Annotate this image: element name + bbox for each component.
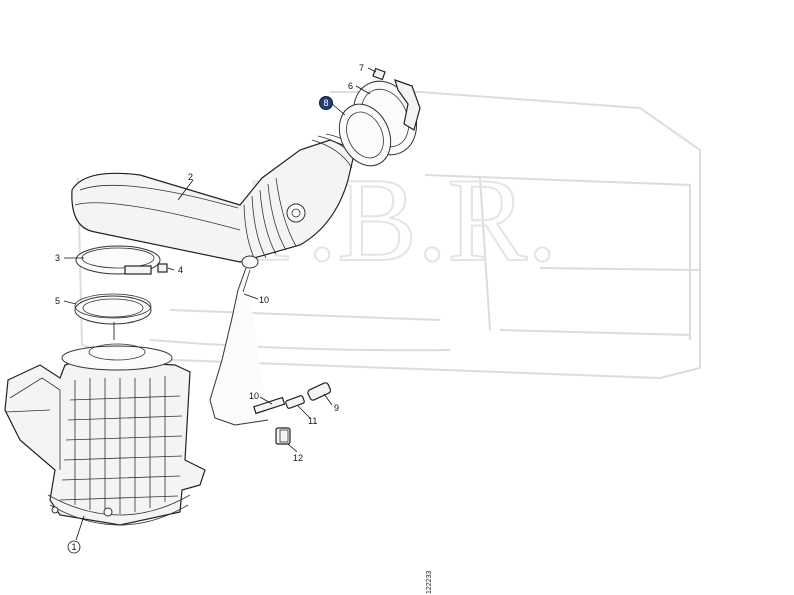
- leader-lines: [63, 67, 377, 541]
- callout-10-lower[interactable]: 10: [249, 391, 259, 401]
- callout-7[interactable]: 7: [359, 63, 364, 73]
- reference-code: 122233: [426, 571, 433, 594]
- svg-text:8: 8: [323, 98, 328, 108]
- callout-9[interactable]: 9: [334, 403, 339, 413]
- part-9-fitting: [307, 382, 332, 401]
- callout-10-upper[interactable]: 10: [259, 295, 269, 305]
- callout-2[interactable]: 2: [188, 172, 193, 182]
- callout-12[interactable]: 12: [293, 453, 303, 463]
- svg-text:1: 1: [71, 542, 76, 552]
- callout-5[interactable]: 5: [55, 296, 60, 306]
- callout-1[interactable]: 1: [67, 540, 81, 554]
- callout-8[interactable]: 8: [319, 96, 333, 110]
- part-8-seal-ring: [338, 103, 392, 167]
- callout-6[interactable]: 6: [348, 81, 353, 91]
- part-5-seal: [74, 293, 152, 325]
- callout-labels: 1 2 3 4 5 6 7 8 9 10 10 11 12: [55, 63, 364, 554]
- part-11-connector: [285, 395, 305, 409]
- callout-3[interactable]: 3: [55, 253, 60, 263]
- part-12-clip: [275, 427, 291, 445]
- part-1-air-filter-housing: [4, 343, 206, 526]
- callout-4[interactable]: 4: [178, 265, 183, 275]
- callout-11[interactable]: 11: [308, 416, 317, 426]
- part-3-hose-clamp: [75, 245, 168, 275]
- part-2-intake-hose: [71, 133, 359, 269]
